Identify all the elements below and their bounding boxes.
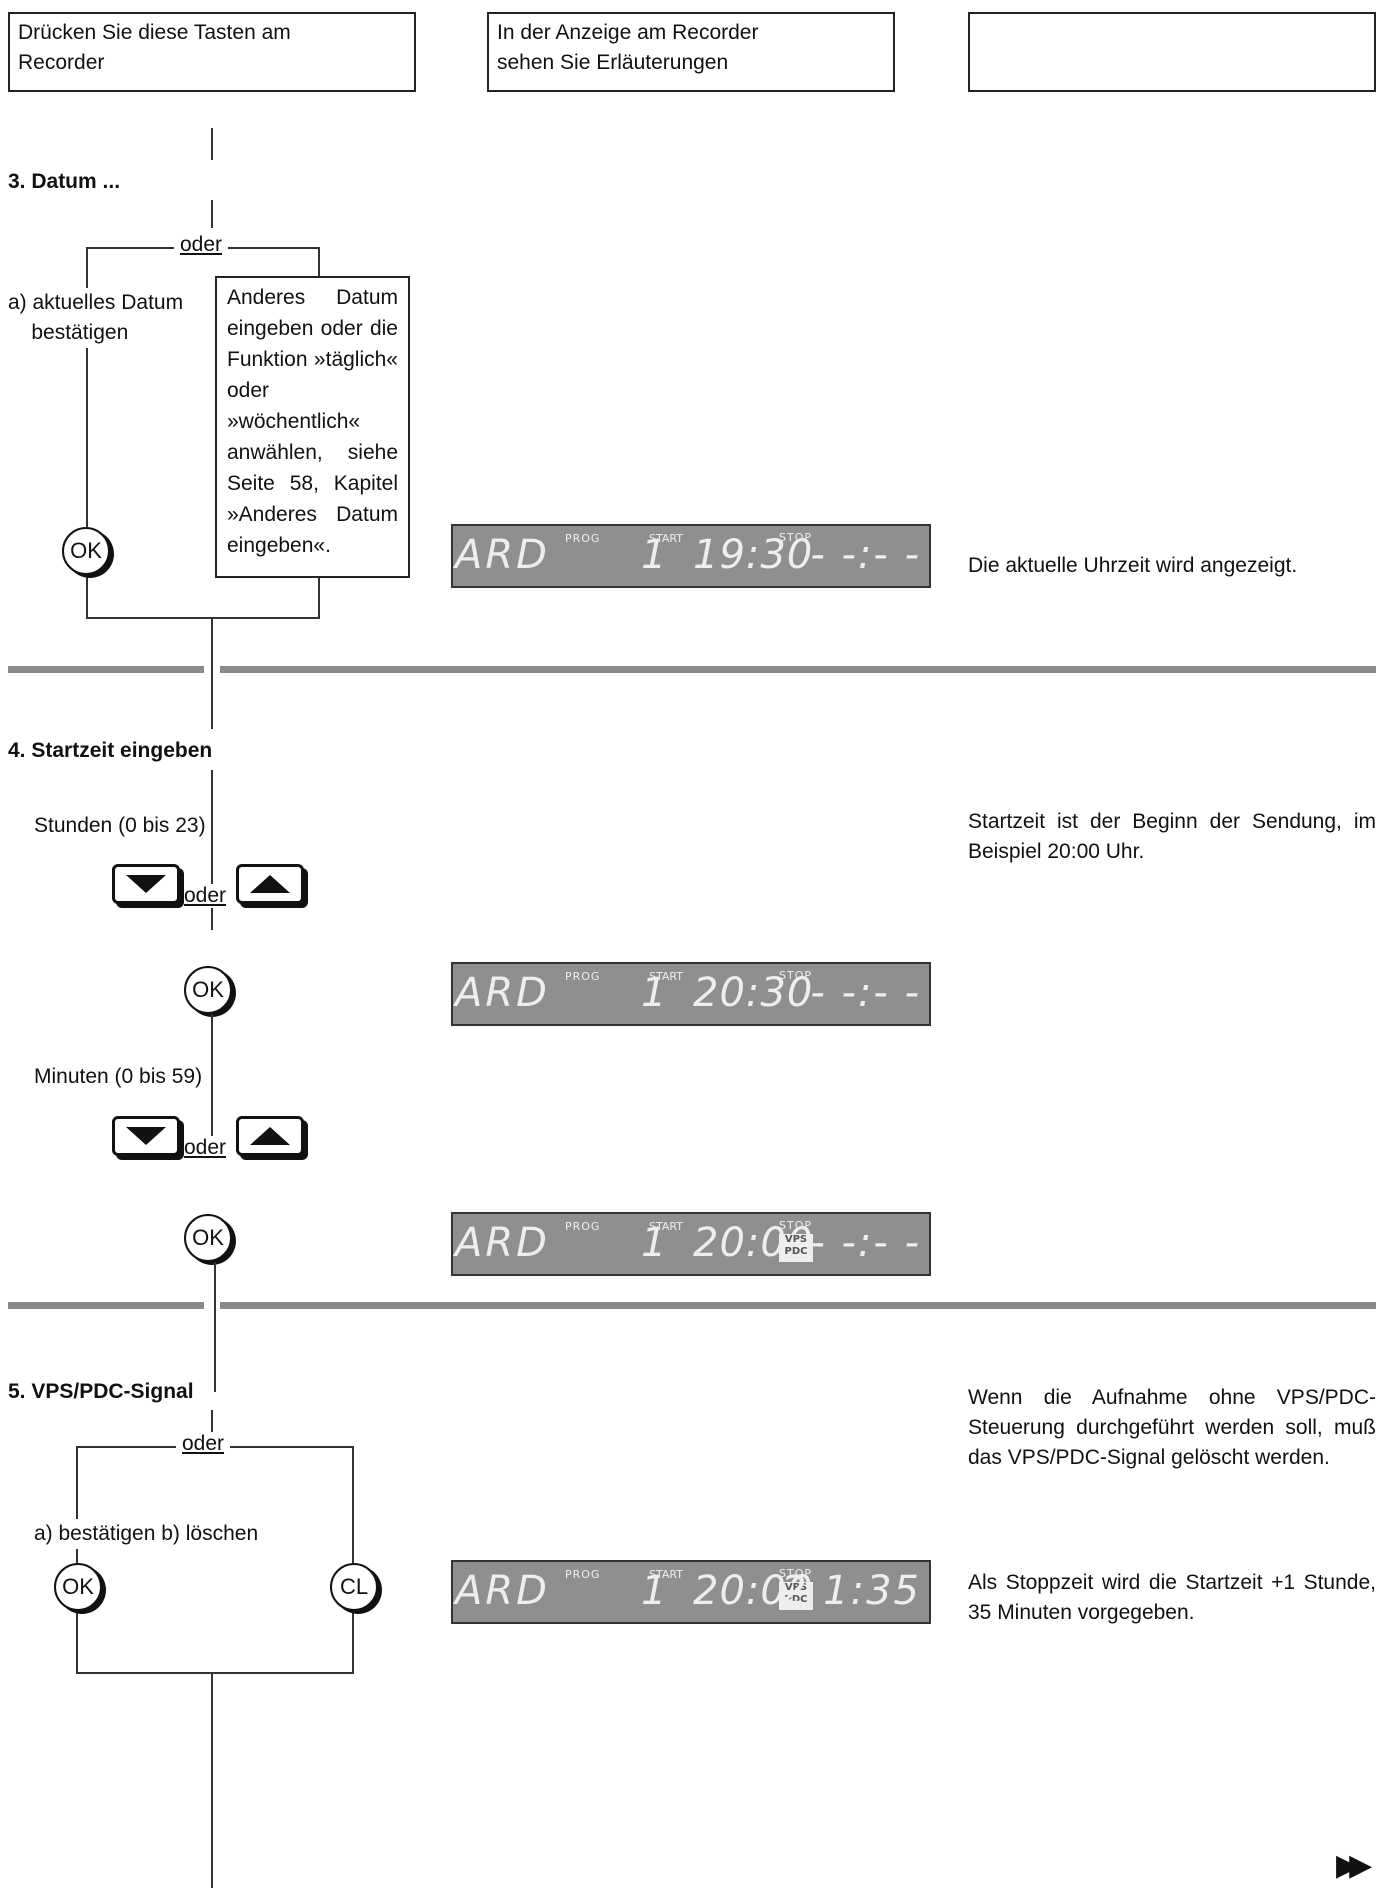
ok-button[interactable]: OK [184, 966, 232, 1014]
ok-label: OK [192, 1225, 224, 1250]
alt-date-text: Anderes Datum eingeben oder die Funktion… [227, 286, 398, 557]
flow-line [211, 1674, 213, 1888]
lcd-stop-label: STOP [779, 969, 812, 982]
recorder-display-3: ARD PROG 1 START 20:00 STOP VPS PDC - -:… [451, 1212, 931, 1276]
flow-line [214, 1262, 216, 1392]
lcd-start-time: 20:30 [693, 970, 814, 1016]
lcd-start-label: START [649, 1220, 683, 1233]
lcd-prog-label: PROG [565, 1220, 601, 1233]
section-divider [220, 666, 1376, 673]
up-arrow-icon [250, 875, 290, 893]
flow-line [211, 1410, 213, 1446]
step5-explain-1: Wenn die Aufnahme ohne VPS/PDC-Steuerung… [968, 1386, 1376, 1469]
section-divider [8, 666, 204, 673]
minutes-label: Minuten (0 bis 59) [34, 1062, 203, 1092]
header-keys-text: Drücken Sie diese Tasten am Recorder [18, 21, 291, 74]
flow-line [211, 770, 213, 930]
lcd-start-time: 19:30 [693, 532, 814, 578]
ok-label: OK [62, 1574, 94, 1599]
header-notes-box [968, 12, 1376, 92]
step4-title: 4. Startzeit eingeben [8, 739, 213, 762]
lcd-channel: ARD [455, 532, 550, 578]
fast-forward-icon: ▶▶ [1336, 1849, 1372, 1882]
lcd-prog-label: PROG [565, 970, 601, 983]
clear-button[interactable]: CL [330, 1563, 378, 1611]
ok-button[interactable]: OK [184, 1214, 232, 1262]
lcd-stop-label: STOP [779, 531, 812, 544]
oder-label: oder [184, 1136, 227, 1160]
lcd-stop-time: - -:- - [810, 532, 921, 578]
lcd-stop-time: 2 1:35 [781, 1568, 921, 1614]
flow-line [211, 200, 213, 228]
oder-label: oder [176, 1432, 231, 1456]
bracket-left [76, 1446, 78, 1674]
ok-button[interactable]: OK [54, 1563, 102, 1611]
lcd-channel: ARD [455, 1568, 550, 1614]
header-display-box: In der Anzeige am Recorder sehen Sie Erl… [487, 12, 895, 92]
lcd-start-label: START [649, 1568, 683, 1581]
step5-explain-2: Als Stoppzeit wird die Startzeit +1 Stun… [968, 1571, 1376, 1624]
ok-label: OK [192, 977, 224, 1002]
oder-label: oder [184, 884, 227, 908]
ok-label: OK [70, 538, 102, 563]
lcd-prog-number: 1 [641, 1220, 667, 1266]
bracket-left [86, 247, 88, 619]
recorder-display-4: ARD PROG 1 START 20:00 STOP VPS PDC 2 1:… [451, 1560, 931, 1624]
bracket-bottom [76, 1672, 354, 1674]
options-label: a) bestätigen b) löschen [34, 1519, 259, 1549]
ok-button[interactable]: OK [62, 527, 110, 575]
bracket-right [352, 1446, 354, 1674]
recorder-display-1: ARD PROG 1 START 19:30 STOP - -:- - [451, 524, 931, 588]
step3-title: 3. Datum ... [8, 170, 121, 193]
lcd-start-label: START [649, 532, 683, 545]
step4-explain: Startzeit ist der Beginn der Sendung, im… [968, 810, 1376, 863]
up-button[interactable] [236, 864, 304, 904]
down-arrow-icon [126, 875, 166, 893]
flow-line [211, 1014, 213, 1154]
step5-title: 5. VPS/PDC-Signal [8, 1380, 194, 1403]
lcd-prog-label: PROG [565, 532, 601, 545]
lcd-start-label: START [649, 970, 683, 983]
section-divider [220, 1302, 1376, 1309]
lcd-stop-time: - -:- - [810, 970, 921, 1016]
down-arrow-icon [126, 1127, 166, 1145]
lcd-prog-number: 1 [641, 1568, 667, 1614]
lcd-channel: ARD [455, 1220, 550, 1266]
cl-label: CL [339, 1574, 369, 1599]
header-display-text: In der Anzeige am Recorder sehen Sie Erl… [497, 21, 759, 74]
flow-line [211, 619, 213, 729]
lcd-prog-number: 1 [641, 970, 667, 1016]
lcd-stop-label: STOP [779, 1567, 812, 1580]
up-button[interactable] [236, 1116, 304, 1156]
recorder-display-2: ARD PROG 1 START 20:30 STOP - -:- - [451, 962, 931, 1026]
lcd-prog-number: 1 [641, 532, 667, 578]
lcd-prog-label: PROG [565, 1568, 601, 1581]
lcd-channel: ARD [455, 970, 550, 1016]
up-arrow-icon [250, 1127, 290, 1145]
lcd-stop-time: - -:- - [810, 1220, 921, 1266]
lcd-stop-label: STOP [779, 1219, 812, 1232]
hours-label: Stunden (0 bis 23) [34, 811, 206, 841]
step3-explain: Die aktuelle Uhrzeit wird angezeigt. [968, 554, 1298, 577]
alt-date-note: Anderes Datum eingeben oder die Funktion… [215, 276, 410, 578]
header-keys-box: Drücken Sie diese Tasten am Recorder [8, 12, 416, 92]
flow-line [211, 128, 213, 160]
oder-label: oder [174, 233, 229, 257]
bracket-bottom [86, 617, 320, 619]
section-divider [8, 1302, 204, 1309]
down-button[interactable] [112, 864, 180, 904]
lcd-vps-pdc-indicator: VPS PDC [779, 1234, 813, 1262]
lcd-vps-pdc-indicator: VPS PDC [779, 1582, 813, 1610]
option-a-label: a) aktuelles Datum bestätigen [8, 288, 184, 348]
down-button[interactable] [112, 1116, 180, 1156]
